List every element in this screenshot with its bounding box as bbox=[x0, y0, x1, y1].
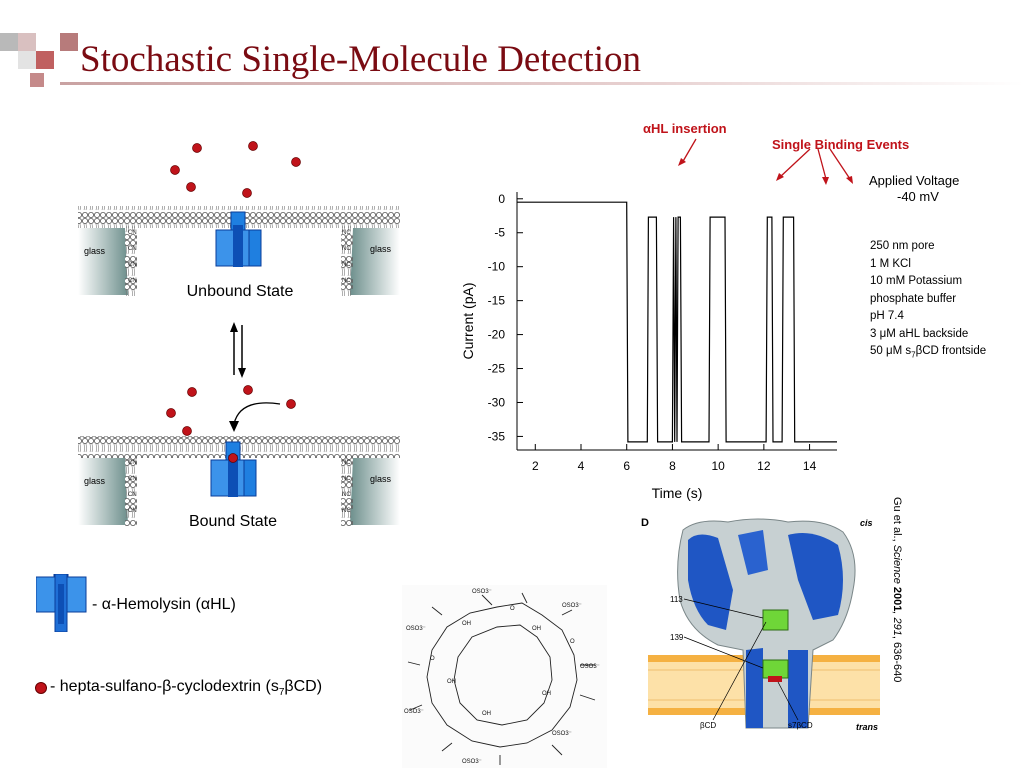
svg-text:OSO3⁻: OSO3⁻ bbox=[562, 603, 582, 609]
y-tick-label: 0 bbox=[498, 192, 505, 206]
hemolysin-pore-unbound bbox=[215, 211, 262, 267]
svg-text:CN: CN bbox=[128, 460, 137, 466]
svg-text:CN: CN bbox=[128, 262, 137, 268]
svg-text:O: O bbox=[510, 606, 515, 612]
svg-text:CN: CN bbox=[128, 278, 137, 284]
condition-line: 10 mM Potassium bbox=[870, 275, 963, 287]
y-tick-label: -10 bbox=[488, 260, 506, 274]
svg-text:CN: CN bbox=[128, 246, 137, 252]
svg-text:NC: NC bbox=[342, 476, 351, 482]
svg-text:139: 139 bbox=[670, 633, 684, 642]
svg-text:cis: cis bbox=[860, 518, 873, 528]
equilibrium-arrows bbox=[230, 322, 246, 378]
svg-text:NC: NC bbox=[342, 460, 351, 466]
y-tick-label: -30 bbox=[488, 395, 506, 409]
membrane-bound: glass glass CN CN CN CN NC NC NC NC bbox=[78, 436, 400, 526]
x-tick-label: 10 bbox=[711, 459, 725, 473]
condition-line: pH 7.4 bbox=[870, 310, 904, 322]
y-tick-label: -20 bbox=[488, 328, 506, 342]
x-tick-label: 4 bbox=[578, 459, 585, 473]
svg-text:D: D bbox=[641, 517, 649, 529]
cyclodextrin-structure: OSO3⁻ OSO3⁻ OSO3⁻ OSO3⁻ OSO3⁻ OSO3⁻ OSO3… bbox=[402, 585, 607, 768]
free-molecules-top bbox=[170, 141, 301, 198]
svg-text:113: 113 bbox=[670, 595, 683, 604]
experimental-conditions: 250 nm pore 1 M KCl 10 mM Potassium phos… bbox=[870, 238, 986, 364]
membrane-unbound: glass glass CN CN CN CN NC NC NC NC bbox=[78, 206, 400, 296]
annotation-arrows bbox=[678, 138, 853, 185]
svg-text:NC: NC bbox=[342, 508, 351, 514]
svg-text:OH: OH bbox=[482, 711, 491, 717]
legend-cyclodextrin: - hepta-sulfano-β-cyclodextrin (s7βCD) bbox=[50, 678, 323, 699]
unbound-state-label: Unbound State bbox=[187, 283, 294, 300]
svg-text:trans: trans bbox=[856, 722, 878, 732]
corner-decoration bbox=[0, 0, 80, 95]
svg-text:OSO3⁻: OSO3⁻ bbox=[552, 731, 572, 737]
svg-text:s7βCD: s7βCD bbox=[788, 721, 813, 730]
condition-line: 3 μM aHL backside bbox=[870, 327, 969, 340]
svg-text:NC: NC bbox=[342, 230, 351, 236]
svg-text:glass: glass bbox=[370, 244, 392, 254]
current-trace-line bbox=[517, 201, 837, 443]
condition-line: 250 nm pore bbox=[870, 240, 935, 252]
svg-text:OSO3⁻: OSO3⁻ bbox=[462, 759, 482, 765]
svg-text:βCD: βCD bbox=[700, 721, 716, 730]
svg-text:OSO3⁻: OSO3⁻ bbox=[406, 626, 426, 632]
pore-diagram: glass glass CN CN CN CN NC NC NC NC Unbo… bbox=[78, 141, 400, 530]
svg-text:OH: OH bbox=[447, 679, 456, 685]
slide-title: Stochastic Single-Molecule Detection bbox=[80, 39, 642, 80]
svg-text:NC: NC bbox=[342, 492, 351, 498]
x-tick-label: 12 bbox=[757, 459, 771, 473]
condition-line: 1 M KCl bbox=[870, 257, 911, 270]
x-tick-label: 14 bbox=[803, 459, 817, 473]
voltage-line2: -40 mV bbox=[897, 189, 939, 204]
molecule-icon bbox=[35, 682, 47, 694]
y-tick-label: -35 bbox=[488, 429, 506, 443]
x-tick-label: 2 bbox=[532, 459, 539, 473]
svg-text:glass: glass bbox=[84, 246, 106, 256]
svg-text:NC: NC bbox=[342, 262, 351, 268]
hemolysin-icon bbox=[36, 574, 87, 632]
svg-text:OH: OH bbox=[462, 621, 471, 627]
y-tick-label: -15 bbox=[488, 294, 506, 308]
x-axis-label: Time (s) bbox=[652, 485, 703, 501]
y-axis-label: Current (pA) bbox=[460, 282, 476, 359]
svg-text:NC: NC bbox=[342, 278, 351, 284]
svg-text:O: O bbox=[570, 639, 575, 645]
svg-text:glass: glass bbox=[370, 474, 392, 484]
binding-arrow bbox=[233, 402, 281, 425]
svg-text:CN: CN bbox=[128, 476, 137, 482]
condition-line: 50 μM s7βCD frontside bbox=[870, 345, 987, 360]
free-molecules-bottom bbox=[166, 385, 296, 436]
bound-molecule bbox=[228, 453, 238, 463]
svg-text:glass: glass bbox=[84, 476, 106, 486]
svg-text:CN: CN bbox=[128, 508, 137, 514]
annotation-binding-events: Single Binding Events bbox=[772, 137, 910, 152]
svg-text:NC: NC bbox=[342, 246, 351, 252]
y-tick-label: -25 bbox=[488, 362, 506, 376]
title-underline bbox=[60, 82, 1024, 85]
svg-text:CN: CN bbox=[128, 230, 137, 236]
annotation-insertion: αHL insertion bbox=[643, 121, 727, 136]
x-tick-label: 6 bbox=[623, 459, 630, 473]
protein-structure-figure: D cis trans 113 139 βCD s7βCD bbox=[638, 510, 880, 735]
legend-hemolysin: - α-Hemolysin (αHL) bbox=[92, 596, 236, 613]
svg-text:O: O bbox=[430, 656, 435, 662]
bound-state-label: Bound State bbox=[189, 513, 277, 530]
svg-text:OSO3⁻: OSO3⁻ bbox=[472, 589, 492, 595]
condition-line: phosphate buffer bbox=[870, 292, 957, 305]
citation: Gu et al., Science 2001, 291, 636-640 bbox=[891, 497, 903, 683]
svg-text:OH: OH bbox=[532, 626, 541, 632]
svg-text:OSO3⁻: OSO3⁻ bbox=[580, 664, 600, 670]
y-tick-label: -5 bbox=[494, 226, 505, 240]
hemolysin-pore-bound bbox=[210, 441, 257, 497]
svg-text:OSO3⁻: OSO3⁻ bbox=[404, 709, 424, 715]
svg-text:OH: OH bbox=[542, 691, 551, 697]
svg-text:CN: CN bbox=[128, 492, 137, 498]
voltage-line1: Applied Voltage bbox=[869, 173, 960, 188]
x-tick-label: 8 bbox=[669, 459, 676, 473]
